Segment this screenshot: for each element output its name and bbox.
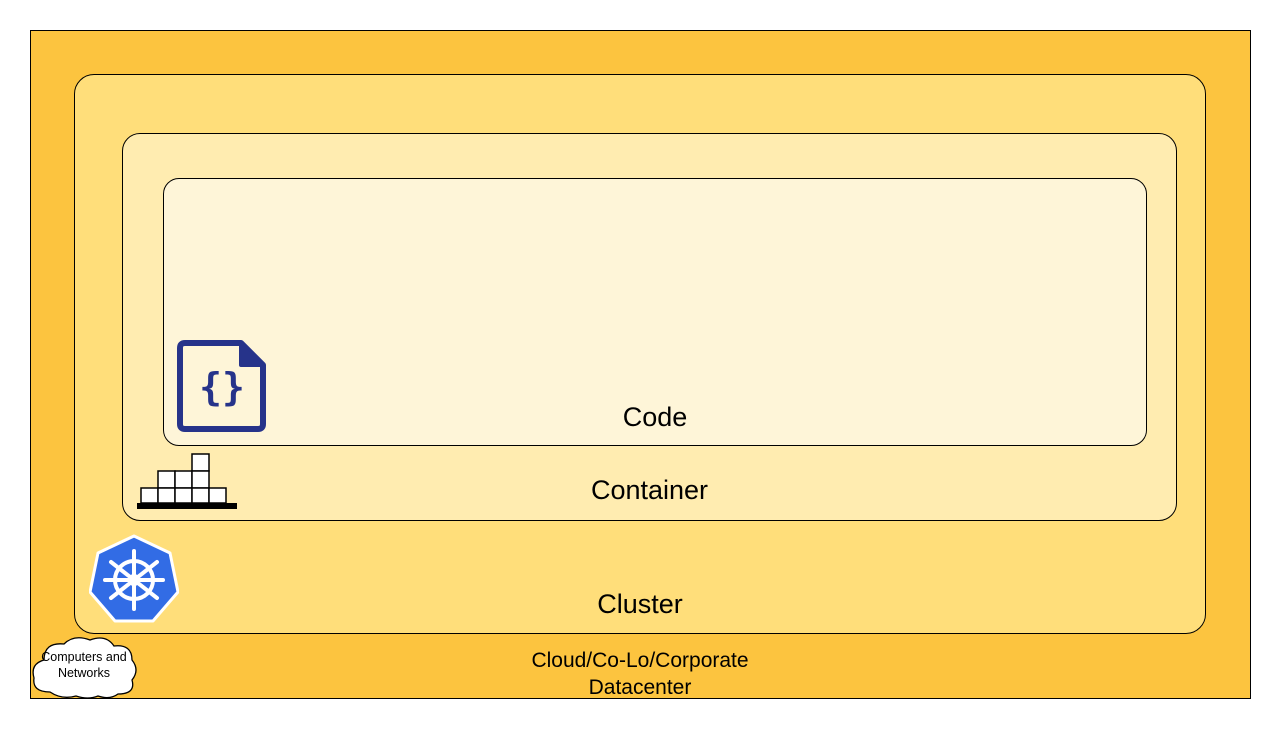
code-braces-glyph: {} (199, 365, 245, 409)
cloud-label: Computers and Networks (28, 649, 140, 681)
code-label: Code (622, 402, 688, 432)
cloud-icon (32, 637, 137, 699)
cloud-shape (32, 637, 137, 699)
container-stack-icon (137, 453, 237, 509)
cloud-label-line2: Networks (57, 666, 111, 680)
cluster-label: Cluster (597, 589, 683, 619)
container-ship-deck (137, 503, 237, 509)
cloud-label-line1: Computers and (41, 650, 127, 664)
container-label: Container (590, 475, 709, 505)
code-layer (163, 178, 1147, 446)
code-file-corner (239, 343, 263, 367)
datacenter-label-line1: Cloud/Co-Lo/Corporate (531, 649, 749, 672)
kubernetes-helm-icon (89, 534, 179, 623)
datacenter-label: Cloud/Co-Lo/Corporate Datacenter (440, 647, 840, 701)
datacenter-label-line2: Datacenter (588, 676, 692, 699)
code-file-icon: {} (177, 340, 266, 432)
